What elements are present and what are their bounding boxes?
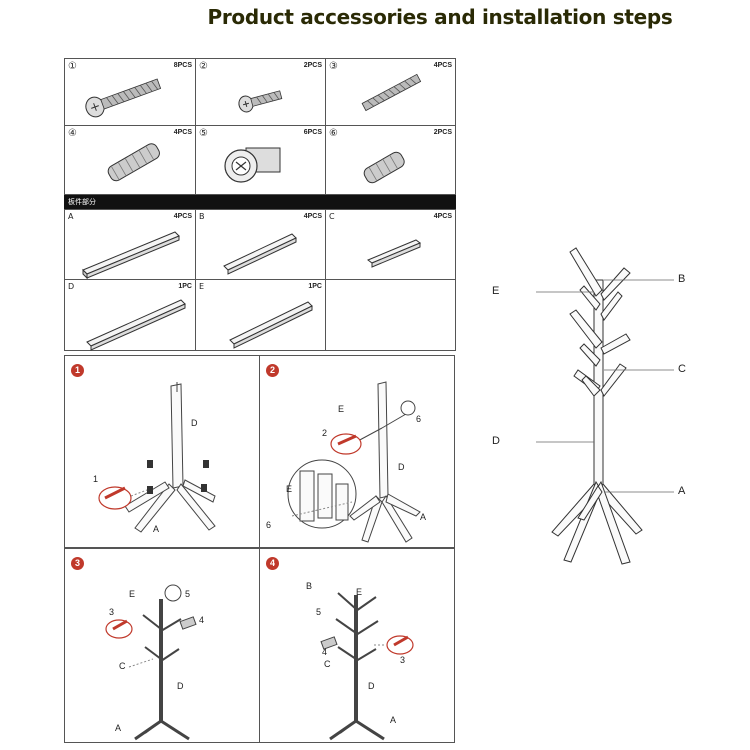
step-3-label-e: E [129, 589, 136, 599]
board-letter: B [199, 212, 205, 221]
board-letter: A [68, 212, 74, 221]
hardware-cell-2: ② 2PCS [195, 58, 326, 126]
boards-section-bar: 板件部分 [64, 195, 456, 209]
coat-tree-label-e: E [492, 285, 500, 297]
cam-nut-icon [224, 147, 281, 183]
long-screw-icon [85, 78, 162, 118]
hardware-qty: 2PCS [433, 129, 452, 136]
board-c-icon [367, 239, 421, 268]
hardware-cell-4: ④ 4PCS [64, 125, 196, 195]
coat-tree-label-a: A [678, 485, 686, 497]
step-4-label-d: D [368, 681, 375, 691]
hardware-qty: 4PCS [433, 62, 452, 69]
board-cell-e: E 1PC [195, 279, 326, 351]
step-panel-3: 3 E 5 3 4 C D A [64, 548, 260, 743]
board-cell-c: C 4PCS [325, 209, 456, 280]
hardware-number: ④ [68, 128, 77, 139]
step-panel-2: 2 E 2 6 E D 6 A [259, 355, 455, 548]
step-4-label-e: E [356, 587, 363, 597]
step-2-diagram [287, 381, 421, 543]
step-2-label-6-top: 6 [416, 414, 422, 424]
step-number-badge: 4 [266, 557, 279, 570]
board-cell-a: A 4PCS [64, 209, 196, 280]
step-3-label-d: D [177, 681, 184, 691]
board-cell-empty [325, 279, 456, 351]
hardware-qty: 4PCS [173, 129, 192, 136]
step-2-label-a: A [420, 512, 427, 522]
short-screw-icon [238, 90, 283, 113]
hardware-cell-3: ③ 4PCS [325, 58, 456, 126]
hardware-cell-1: ① 8PCS [64, 58, 196, 126]
step-1-label-a: A [153, 524, 160, 534]
step-4-label-b: B [306, 581, 313, 591]
coat-tree-label-c: C [678, 363, 686, 375]
step-2-label-e-inset: E [286, 484, 293, 494]
step-4-diagram [320, 592, 414, 741]
hardware-cell-5: ⑤ 6PCS [195, 125, 326, 195]
assembled-coat-tree: E B C D A [470, 230, 750, 580]
hardware-number: ③ [329, 61, 338, 72]
step-3-label-c: C [119, 661, 126, 671]
hardware-number: ⑥ [329, 128, 338, 139]
hardware-qty: 2PCS [303, 62, 322, 69]
board-b-icon [223, 233, 297, 275]
coat-tree-diagram [536, 247, 674, 565]
step-number-badge: 1 [71, 364, 84, 377]
step-4-label-c: C [324, 659, 331, 669]
board-qty: 1PC [308, 283, 322, 290]
step-number-badge: 2 [266, 364, 279, 377]
hardware-qty: 6PCS [303, 129, 322, 136]
step-4-label-a: A [390, 715, 397, 725]
board-a-icon [82, 231, 180, 280]
dowel-icon [107, 143, 160, 182]
step-4-label-5: 5 [316, 607, 322, 617]
step-3-label-5: 5 [185, 589, 191, 599]
hardware-qty: 8PCS [173, 62, 192, 69]
coat-tree-label-d: D [492, 435, 500, 447]
step-3-label-a: A [115, 723, 122, 733]
step-4-label-3: 3 [400, 655, 406, 665]
board-d-icon [86, 299, 186, 351]
threaded-rod-icon [361, 73, 422, 112]
board-qty: 4PCS [173, 213, 192, 220]
hardware-cell-6: ⑥ 2PCS [325, 125, 456, 195]
page-title: Product accessories and installation ste… [207, 5, 673, 29]
step-panel-1: 1 D 1 A [64, 355, 260, 548]
board-letter: C [329, 212, 335, 221]
step-2-label-d: D [398, 462, 405, 472]
board-qty: 4PCS [303, 213, 322, 220]
hardware-number: ② [199, 61, 208, 72]
board-letter: E [199, 282, 205, 291]
step-2-label-6: 6 [266, 520, 272, 530]
board-letter: D [68, 282, 75, 291]
step-1-diagram [98, 382, 216, 533]
hardware-number: ① [68, 61, 77, 72]
coat-tree-label-b: B [678, 273, 686, 285]
board-qty: 4PCS [433, 213, 452, 220]
step-2-label-2: 2 [322, 428, 328, 438]
step-3-diagram [105, 584, 197, 741]
board-qty: 1PC [178, 283, 192, 290]
step-3-label-3: 3 [109, 607, 115, 617]
step-1-label-d: D [191, 418, 198, 428]
board-e-icon [229, 301, 313, 349]
step-1-label-1: 1 [93, 474, 99, 484]
step-3-label-4: 4 [199, 615, 205, 625]
board-cell-d: D 1PC [64, 279, 196, 351]
step-2-label-e: E [338, 404, 345, 414]
short-dowel-icon [363, 151, 405, 184]
step-number-badge: 3 [71, 557, 84, 570]
step-panel-4: 4 B E 5 4 C 3 D A [259, 548, 455, 743]
hardware-number: ⑤ [199, 128, 208, 139]
step-4-label-4: 4 [322, 647, 328, 657]
board-cell-b: B 4PCS [195, 209, 326, 280]
